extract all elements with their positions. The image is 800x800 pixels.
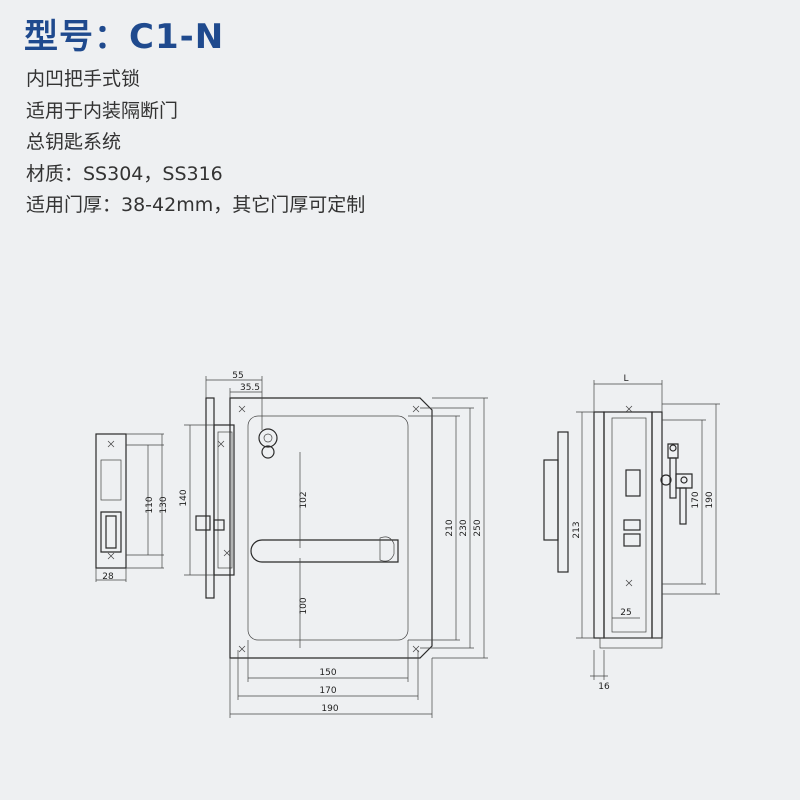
spec-item: 内凹把手式锁 [26, 68, 141, 90]
dim-210: 210 [445, 519, 455, 536]
spec-item: 材质：SS304，SS316 [26, 162, 223, 185]
dim-150: 150 [319, 668, 336, 678]
dim-25: 25 [620, 608, 631, 618]
lock-front-view [195, 397, 433, 659]
dim-130: 130 [159, 496, 169, 513]
dim-28: 28 [102, 572, 114, 582]
dim-213: 213 [572, 521, 582, 538]
page-title: 型号：C1-N [24, 17, 225, 57]
dim-190: 190 [321, 704, 338, 714]
strike-plate [95, 433, 164, 582]
dim-170: 170 [319, 686, 336, 696]
dim-100: 100 [299, 597, 309, 614]
key-icon [660, 443, 693, 525]
spec-item: 适用于内装隔断门 [26, 99, 179, 122]
lock-side-view [543, 405, 693, 649]
dim-230: 230 [459, 519, 469, 536]
dim-side-190: 190 [705, 491, 715, 508]
dim-16: 16 [598, 682, 610, 692]
dim-110: 110 [145, 496, 155, 513]
dim-140: 140 [179, 489, 189, 506]
spec-list: 内凹把手式锁 适用于内装隔断门 总钥匙系统 材质：SS304，SS316 适用门… [26, 64, 365, 222]
dim-side-170: 170 [691, 491, 701, 508]
spec-item: 总钥匙系统 [26, 131, 122, 153]
dim-L: L [623, 374, 628, 384]
dim-35-5: 35.5 [240, 383, 260, 393]
dim-250: 250 [473, 519, 483, 536]
dim-55: 55 [232, 371, 243, 381]
dim-102: 102 [299, 491, 309, 508]
spec-item: 适用门厚：38-42mm，其它门厚可定制 [26, 194, 366, 216]
